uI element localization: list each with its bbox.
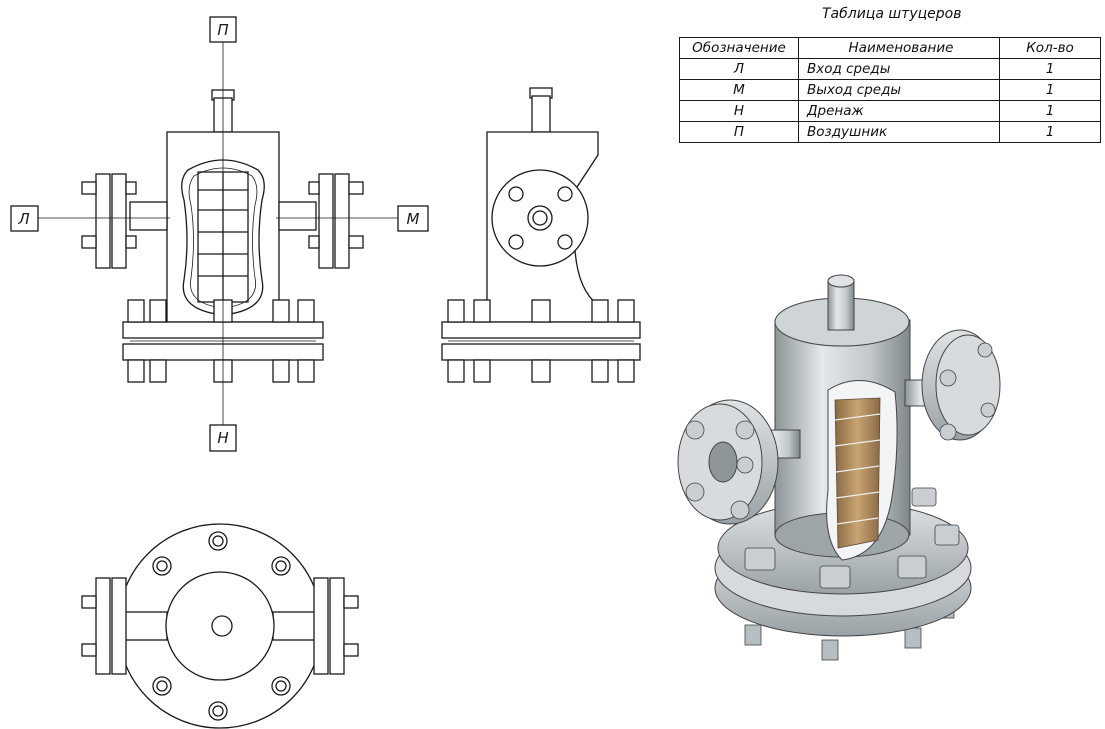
top-view: [81, 523, 359, 729]
table-row: Л Вход среды 1: [679, 58, 1101, 80]
callout-inlet: Л: [10, 205, 39, 232]
callout-outlet: М: [397, 205, 429, 232]
cell-designation: П: [679, 121, 799, 143]
nozzle-table: Обозначение Наименование Кол-во Л Вход с…: [679, 37, 1101, 143]
cell-name: Дренаж: [798, 100, 1000, 122]
callout-outlet-label: М: [407, 210, 420, 228]
cell-designation: М: [679, 79, 799, 101]
nozzle-table-title: Таблица штуцеров: [822, 6, 962, 22]
callout-drain-label: Н: [217, 429, 228, 447]
isometric-render: [677, 274, 1001, 661]
cell-name: Выход среды: [798, 79, 1000, 101]
cell-qty: 1: [999, 100, 1101, 122]
cell-name: Вход среды: [798, 58, 1000, 80]
cell-qty: 1: [999, 79, 1101, 101]
header-qty: Кол-во: [999, 37, 1101, 59]
table-header-row: Обозначение Наименование Кол-во: [679, 37, 1101, 59]
front-view: [38, 40, 398, 425]
cell-name: Воздушник: [798, 121, 1000, 143]
callout-vent-label: П: [217, 21, 228, 39]
cell-qty: 1: [999, 121, 1101, 143]
cell-qty: 1: [999, 58, 1101, 80]
table-row: М Выход среды 1: [679, 79, 1101, 101]
callout-vent: П: [209, 16, 237, 43]
table-row: Н Дренаж 1: [679, 100, 1101, 122]
header-designation: Обозначение: [679, 37, 799, 59]
side-view: [441, 87, 641, 383]
callout-drain: Н: [209, 424, 237, 452]
callout-inlet-label: Л: [17, 210, 29, 228]
cell-designation: Л: [679, 58, 799, 80]
cell-designation: Н: [679, 100, 799, 122]
table-row: П Воздушник 1: [679, 121, 1101, 143]
header-name: Наименование: [798, 37, 1000, 59]
